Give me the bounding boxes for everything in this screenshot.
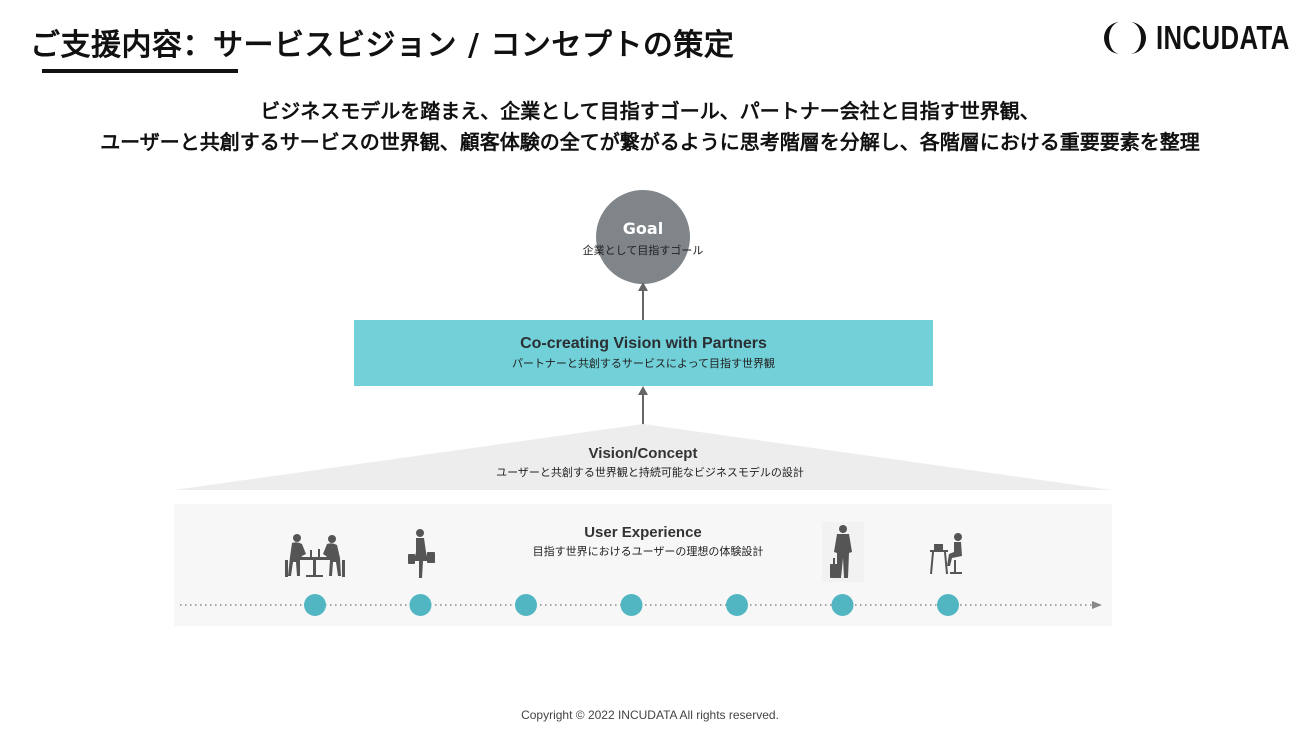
- goal-circle: [596, 190, 690, 284]
- arrow-to-partners: [638, 386, 648, 426]
- journey-step-node: [937, 594, 959, 616]
- shopper-icon: [408, 529, 435, 578]
- traveler-with-suitcase-icon: [822, 522, 864, 582]
- goal-title: Goal: [622, 219, 664, 238]
- user-experience-subtitle: 目指す世界におけるユーザーの理想の体験設計: [532, 545, 764, 558]
- vision-concept-shape: [174, 424, 1112, 490]
- journey-step-node: [515, 594, 537, 616]
- page-title: ご支援内容：サービスビジョン / コンセプトの策定: [30, 28, 735, 63]
- user-experience-title: User Experience: [584, 524, 702, 541]
- person-at-desk-icon: [930, 533, 962, 574]
- partners-vision-title: Co-creating Vision with Partners: [520, 335, 767, 352]
- journey-step-node: [726, 594, 748, 616]
- logo-text: INCUDATA: [1156, 19, 1290, 56]
- dining-couple-icon: [285, 534, 345, 577]
- experience-journey-timeline: [180, 594, 1102, 616]
- summary-line-1: ビジネスモデルを踏まえ、企業として目指すゴール、パートナー会社と目指す世界観、: [260, 99, 1040, 123]
- goal-subtitle: 企業として目指すゴール: [582, 244, 704, 257]
- incudata-logo: INCUDATA: [1100, 18, 1300, 58]
- partners-vision-subtitle: パートナーと共創するサービスによって目指す世界観: [511, 357, 776, 370]
- title-underline: [42, 69, 238, 73]
- journey-arrowhead: [1092, 601, 1102, 609]
- vision-concept-title: Vision/Concept: [588, 445, 698, 462]
- logo-mark-icon: [1104, 22, 1146, 54]
- summary-line-2: ユーザーと共創するサービスの世界観、顧客体験の全てが繋がるように思考階層を分解し…: [100, 130, 1200, 154]
- partners-vision-box: Co-creating Vision with Partners パートナーと共…: [354, 320, 933, 386]
- arrow-to-goal: [638, 282, 648, 320]
- copyright: Copyright © 2022 INCUDATA All rights res…: [521, 708, 779, 722]
- journey-step-node: [620, 594, 643, 616]
- vision-concept-subtitle: ユーザーと共創する世界観と持続可能なビジネスモデルの設計: [496, 466, 804, 479]
- journey-step-node: [409, 594, 432, 616]
- journey-step-node: [304, 594, 326, 616]
- journey-step-node: [831, 594, 854, 616]
